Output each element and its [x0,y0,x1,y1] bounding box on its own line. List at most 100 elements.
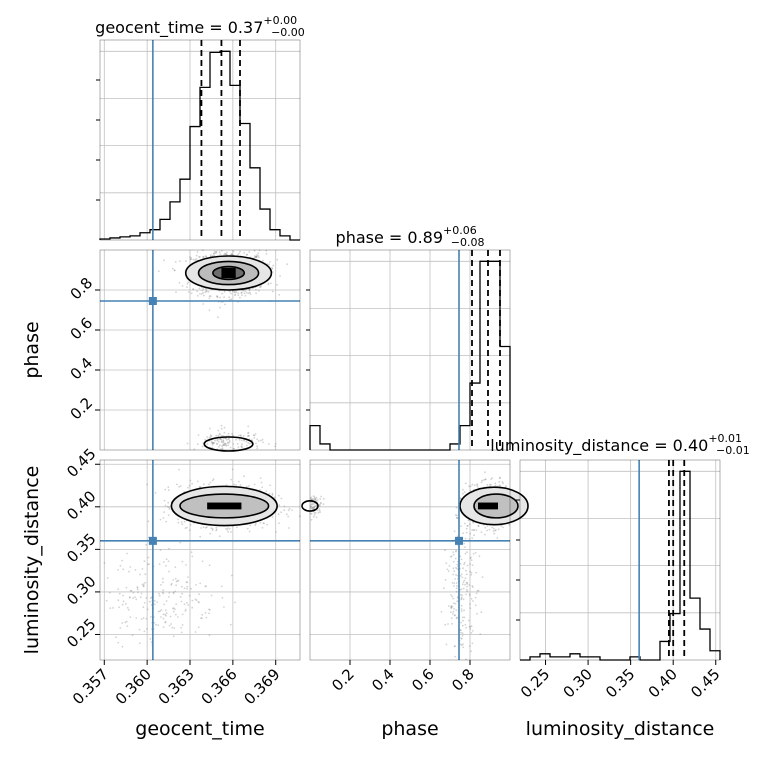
sample-point-dg-47 [261,486,264,489]
contour-pg-low-0 [203,436,254,452]
sample-point-pg2-57 [254,433,257,435]
quantile-layer [200,40,686,660]
sample-point-dg2-142 [173,627,176,629]
sample-point-dp3-39 [319,502,322,505]
sample-point-dp2-122 [465,527,468,530]
sample-point-dg2-67 [164,621,167,624]
sample-point-dg2-57 [186,587,189,590]
sample-point-pg-795 [205,288,207,290]
sample-point-pg2-34 [240,439,243,442]
sample-point-dg2-93 [141,583,144,586]
sample-point-dg2-215 [124,621,127,624]
sample-point-dp-597 [486,529,488,532]
sample-point-pg2-82 [231,434,234,437]
sample-point-dp-237 [490,483,492,486]
sample-point-pg2-95 [209,427,211,430]
sample-point-dg2-192 [175,580,178,583]
sample-point-dp3-84 [315,496,318,499]
sample-point-dp-251 [481,479,483,482]
sample-point-dg-496 [230,531,233,533]
sample-point-pg-586 [237,253,239,256]
sample-point-dg2-102 [171,626,174,629]
sample-point-dg-544 [146,483,148,486]
sample-point-dp2-193 [460,558,463,561]
xlabel-luminosity-distance: luminosity_distance [526,718,715,740]
sample-point-dg-165 [187,486,189,489]
sample-point-pg-443 [186,283,189,285]
sample-point-dg2-207 [119,627,122,629]
sample-point-dg2-87 [168,596,170,598]
sample-point-pg-89 [226,253,229,256]
sample-point-pg2-40 [238,434,240,437]
panel-frame-phase-luminosity_distance [309,459,511,661]
sample-point-dg2-179 [161,577,164,580]
sample-point-pg2-58 [238,438,241,441]
sample-point-pg2-91 [248,442,251,445]
sample-point-dg2-71 [121,559,123,562]
sample-point-dg2-115 [105,599,108,602]
sample-point-pg-531 [271,290,274,293]
sample-point-pg2-11 [247,431,250,434]
sample-point-dp-567 [493,527,495,530]
sample-point-dp2-15 [473,534,475,537]
sample-point-pg2-85 [222,441,225,444]
sample-point-dp2-48 [452,597,455,600]
sample-point-pg2-142 [226,441,229,444]
sample-point-pg-604 [240,292,243,294]
sample-point-dp2-93 [466,588,468,591]
sample-point-dg2-152 [164,609,167,612]
sample-point-dg2-156 [183,587,186,590]
sample-point-dg2-68 [136,586,139,588]
sample-point-pg-558 [223,290,226,293]
sample-point-pg2-86 [261,438,264,441]
sample-point-dp2-70 [444,578,447,581]
sample-point-dp3-65 [310,503,313,506]
sample-point-dg2-74 [194,598,197,601]
sample-point-dg2-188 [177,579,180,582]
sample-point-dg2-198 [198,601,201,604]
sample-point-pg2-47 [221,434,223,437]
sample-point-pg-233 [230,253,233,255]
sample-point-dg2-9 [163,603,165,606]
sample-point-pg2-25 [212,442,215,444]
sample-point-dg-131 [273,496,276,499]
sample-point-pg-968 [230,292,232,295]
sample-point-dp3-26 [313,496,316,498]
sample-point-dp-506 [489,483,491,486]
sample-point-dg-112 [259,489,261,491]
sample-point-pg2-7 [256,438,258,441]
sample-point-dg2-104 [153,600,156,602]
sample-point-dg2-140 [135,617,138,619]
sample-point-pg-786 [262,259,264,262]
sample-point-dg2-38 [180,631,183,634]
sample-point-dg-499 [184,527,187,530]
sample-point-pg2-137 [224,443,227,445]
sample-point-pg-978 [276,258,279,261]
sample-point-pg2-109 [235,438,237,441]
sample-point-dp2-54 [474,551,477,554]
sample-point-dp3-46 [309,506,312,509]
sample-point-pg2-139 [256,445,258,448]
sample-point-pg-712 [268,263,270,266]
sample-point-dg-887 [287,509,290,512]
xlabel-phase: phase [381,718,438,740]
truth-marker-geocent_time-phase [148,297,157,305]
ytick-label-phase-1: 0.4 [67,354,97,384]
sample-point-dg-113 [189,479,192,482]
sample-point-dg-940 [227,527,230,529]
sample-point-dp-796 [476,484,479,487]
sample-point-dg-729 [167,489,170,492]
sample-point-dp2-20 [455,587,458,590]
sample-point-pg-289 [209,295,212,298]
sample-point-pg2-28 [228,441,231,444]
sample-point-pg2-144 [222,440,225,442]
sample-point-dg2-85 [125,586,128,589]
sample-point-dg2-205 [121,645,124,648]
sample-point-dg2-7 [117,588,120,590]
sample-point-dg-727 [271,516,274,518]
sample-point-dp3-29 [312,515,315,518]
sample-point-dg-62 [291,509,293,511]
sample-point-pg-329 [190,292,193,295]
xtick-label-phase-3: 0.8 [448,665,478,695]
sample-point-dp2-199 [451,595,454,598]
